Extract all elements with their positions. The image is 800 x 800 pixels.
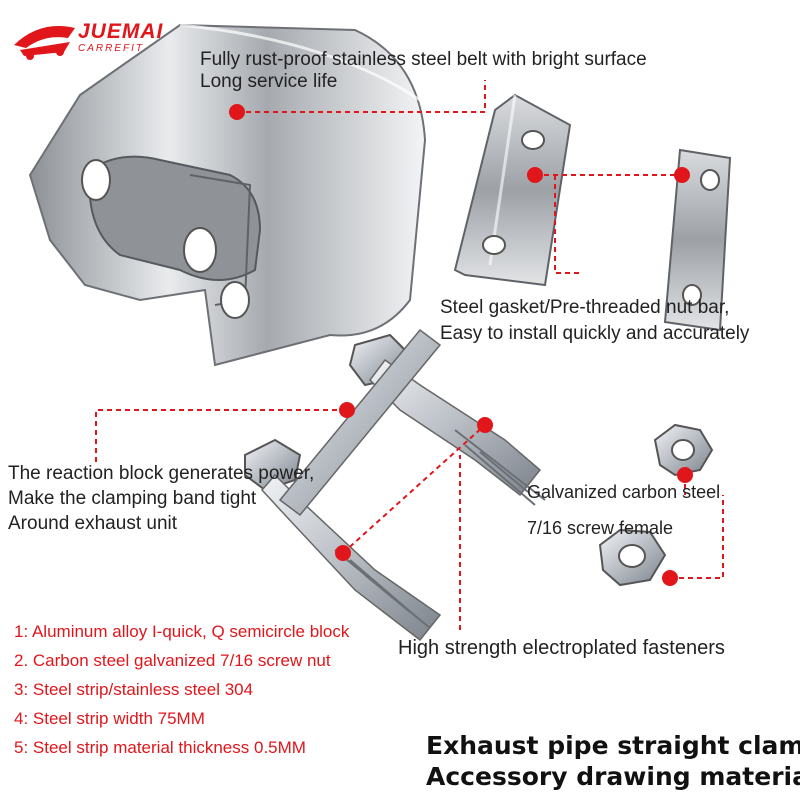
callout-gasket-line1: Steel gasket/Pre-threaded nut bar, bbox=[440, 297, 730, 318]
title-line2: Accessory drawing material bbox=[426, 762, 800, 791]
brand-name: JUEMAI bbox=[78, 20, 164, 43]
callout-reaction-line3: Around exhaust unit bbox=[8, 513, 178, 534]
bolt-lower bbox=[244, 438, 442, 642]
spec-item: 2. Carbon steel galvanized 7/16 screw nu… bbox=[14, 651, 331, 670]
flange-nut-lower bbox=[598, 528, 667, 587]
brand-subtitle: CARREFIT bbox=[78, 43, 144, 54]
callout-fasteners: High strength electroplated fasteners bbox=[398, 637, 725, 659]
reaction-block bbox=[278, 328, 442, 517]
spec-item: 1: Aluminum alloy I-quick, Q semicircle … bbox=[14, 622, 350, 641]
title-line1: Exhaust pipe straight clamp bbox=[426, 731, 800, 760]
clamp-band bbox=[28, 23, 427, 367]
brand-logo-icon bbox=[14, 26, 75, 60]
spec-item: 5: Steel strip material thickness 0.5MM bbox=[14, 738, 306, 757]
callout-nut-line2: 7/16 screw female bbox=[527, 518, 674, 538]
spec-item: 3: Steel strip/stainless steel 304 bbox=[14, 680, 254, 699]
callout-reaction-line1: The reaction block generates power, bbox=[8, 463, 315, 484]
nut-bar bbox=[663, 148, 732, 332]
bolt-upper bbox=[348, 333, 546, 506]
callout-gasket-line2: Easy to install quickly and accurately bbox=[440, 323, 750, 344]
callout-reaction-line2: Make the clamping band tight bbox=[8, 488, 257, 509]
spec-item: 4: Steel strip width 75MM bbox=[14, 709, 205, 728]
callout-belt-line1: Fully rust-proof stainless steel belt wi… bbox=[200, 49, 647, 70]
steel-gasket bbox=[453, 93, 572, 287]
callout-nut-line1: Galvanized carbon steel bbox=[527, 482, 721, 502]
flange-nut-upper bbox=[653, 423, 714, 477]
callout-dots bbox=[229, 104, 693, 586]
callout-belt-line2: Long service life bbox=[200, 71, 338, 92]
